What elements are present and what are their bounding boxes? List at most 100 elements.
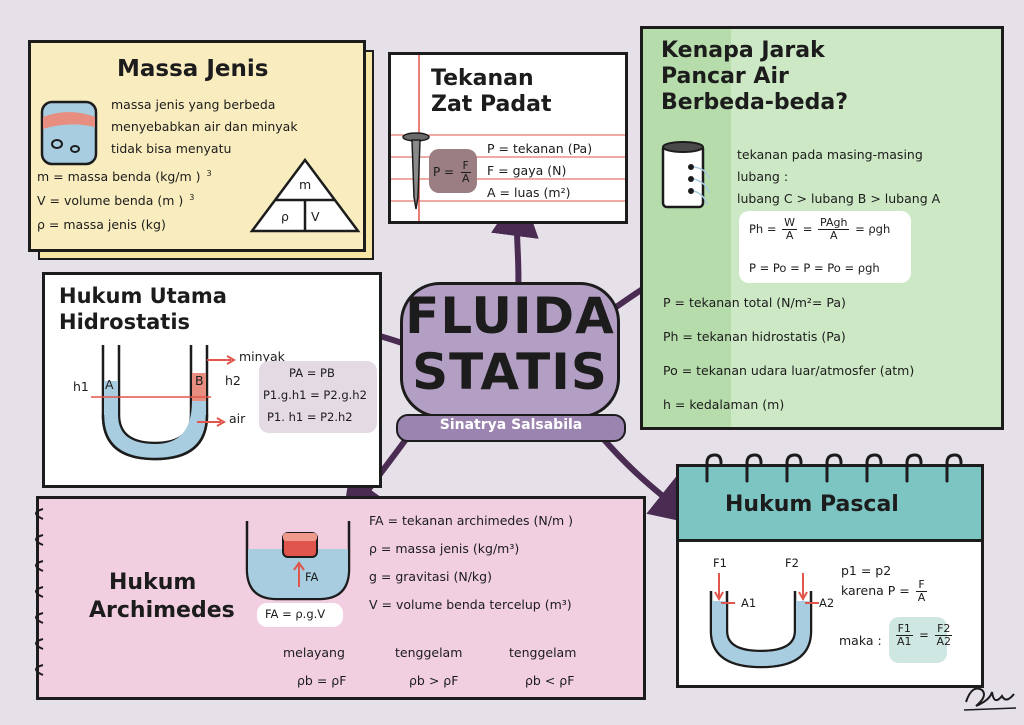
jarak-title-2: Pancar Air: [661, 64, 789, 89]
pascal-line-1: p1 = p2: [841, 563, 892, 578]
triangle-diagram: [249, 157, 361, 233]
pascal-maka-prefix: maka :: [839, 633, 882, 648]
tekanan-zat-padat-card: Tekanan Zat Padat P = F A P = tekanan (P…: [388, 52, 628, 224]
massa-jenis-def-m-sup: 3: [206, 169, 212, 178]
nail-icon: [402, 132, 430, 210]
hidro-formula-box: PA = PB P1.g.h1 = P2.g.h2 P1. h1 = P2.h2: [259, 361, 377, 433]
jarak-f1-lhs: Ph =: [749, 222, 777, 237]
pascal-header: [679, 467, 981, 542]
pascal-title: Hukum Pascal: [725, 492, 899, 517]
center-title-line-2: STATIS: [412, 343, 608, 401]
hidro-formula-1: PA = PB: [289, 366, 335, 380]
jarak-f1-frac1-num: W: [782, 216, 798, 231]
pascal-label-f2: F2: [785, 556, 799, 570]
jarak-formula-1: Ph = W A = PAgh A = ρgh: [749, 216, 890, 243]
pascal-frac-right: F2 A2: [934, 622, 953, 648]
jarak-f1-frac1: W A: [782, 216, 798, 243]
massa-jenis-desc-3: tidak bisa menyatu: [111, 141, 232, 156]
hidro-label-h1: h1: [73, 379, 89, 394]
beaker-icon: [40, 100, 98, 166]
calendar-rings: [705, 453, 963, 483]
pascal-frac-left-num: F1: [895, 622, 913, 637]
jarak-f1-frac1-den: A: [785, 229, 794, 243]
archimedes-state-3-rel: ρb < ρF: [525, 673, 575, 688]
jarak-title-1: Kenapa Jarak: [661, 38, 825, 63]
massa-jenis-desc-2: menyebabkan air dan minyak: [111, 119, 298, 134]
jarak-exp-3: lubang C > lubang B > lubang A: [737, 191, 941, 206]
center-author-badge: [396, 414, 626, 442]
hidro-label-b: B: [195, 373, 204, 388]
jarak-pancar-shade: [643, 29, 731, 427]
tekanan-formula-den: A: [461, 172, 470, 186]
spiral-binding: [35, 508, 44, 676]
triangle-top-label: m: [299, 177, 312, 192]
center-title-line-1: FLUIDA: [405, 287, 615, 345]
pascal-formula-box: F1 A1 = F2 A2: [889, 617, 953, 663]
archimedes-state-3-name: tenggelam: [509, 645, 577, 660]
pascal-line-2: karena P = F A: [841, 578, 929, 605]
tekanan-def-f: F = gaya (N): [487, 163, 567, 178]
massa-jenis-def-m-text: m = massa benda (kg/m ): [37, 169, 201, 185]
pascal-u-tube: [709, 573, 819, 669]
jarak-f1-frac2: PAgh A: [818, 216, 850, 242]
massa-jenis-title: Massa Jenis: [117, 56, 269, 82]
triangle-left-label: ρ: [281, 209, 289, 224]
massa-jenis-def-v-text: V = volume benda (m ): [37, 193, 184, 209]
u-tube-diagram: [91, 345, 211, 461]
archimedes-state-1-rel: ρb = ρF: [297, 673, 347, 688]
massa-jenis-def-m: m = massa benda (kg/m ) 3: [37, 169, 212, 185]
jarak-exp-1: tekanan pada masing-masing: [737, 147, 923, 162]
center-author: Sinatrya Salsabila: [439, 417, 583, 433]
signature-mark: [963, 687, 1017, 711]
archimedes-state-2-name: tenggelam: [395, 645, 463, 660]
tekanan-def-a: A = luas (m²): [487, 185, 571, 200]
archimedes-def-g: g = gravitasi (N/kg): [369, 569, 492, 584]
pascal-frac-left-den: A1: [897, 635, 912, 649]
massa-jenis-desc-1: massa jenis yang berbeda: [111, 97, 276, 112]
jarak-def-po: Po = tekanan udara luar/atmosfer (atm): [663, 363, 915, 378]
massa-jenis-def-v-sup: 3: [189, 193, 195, 202]
pascal-frac-left: F1 A1: [895, 622, 914, 649]
massa-jenis-card: Massa Jenis massa jenis yang berbeda men…: [28, 40, 366, 252]
jarak-formula-2: P = Po = P = Po = ρgh: [749, 261, 880, 275]
tekanan-formula-lhs: P =: [433, 165, 455, 180]
pascal-line-2-frac: F A: [916, 578, 928, 605]
archimedes-beaker: [245, 521, 351, 601]
pascal-line-2-num: F: [916, 578, 927, 593]
hidro-label-a: A: [105, 377, 114, 392]
archimedes-def-rho: ρ = massa jenis (kg/m³): [369, 541, 520, 556]
hidrostatis-card: Hukum Utama Hidrostatis A B h1 h2 minyak…: [42, 272, 382, 488]
archimedes-formula-box: FA = ρ.g.V: [257, 603, 343, 627]
massa-jenis-def-rho: ρ = massa jenis (kg): [37, 217, 166, 232]
jarak-f1-eq: =: [802, 222, 813, 237]
jarak-title-3: Berbeda-beda?: [661, 90, 848, 115]
massa-jenis-def-v: V = volume benda (m ) 3: [37, 193, 194, 209]
center-title-cloud: [400, 282, 620, 418]
pascal-label-f1: F1: [713, 556, 727, 570]
hidro-label-minyak: minyak: [239, 349, 285, 364]
pascal-card: Hukum Pascal F1 F2 A1 A2 p1 = p2 karena …: [676, 453, 984, 688]
pascal-line-2-den: A: [917, 591, 926, 605]
tekanan-title-1: Tekanan: [431, 66, 534, 91]
jarak-formula-box: Ph = W A = PAgh A = ρgh P = Po = P = Po …: [739, 211, 911, 283]
tekanan-def-p: P = tekanan (Pa): [487, 141, 593, 156]
hidro-label-h2: h2: [225, 373, 241, 388]
tekanan-formula-num: F: [460, 159, 471, 174]
tekanan-formula: P = F A: [433, 159, 473, 186]
hidrostatis-title-2: Hidrostatis: [59, 310, 191, 334]
hidro-formula-2: P1.g.h1 = P2.g.h2: [263, 388, 367, 402]
jarak-def-ph: Ph = tekanan hidrostatis (Pa): [663, 329, 846, 344]
jarak-pancar-card: Kenapa Jarak Pancar Air Berbeda-beda? te…: [640, 26, 1004, 430]
archimedes-card: Hukum Archimedes FA FA = ρ.g.V FA = teka…: [35, 496, 646, 700]
archimedes-def-v: V = volume benda tercelup (m³): [369, 597, 572, 612]
pascal-frac-row: F1 A1 = F2 A2: [895, 622, 953, 649]
archimedes-def-fa: FA = tekanan archimedes (N/m ): [369, 513, 573, 528]
tekanan-title-2: Zat Padat: [431, 92, 552, 117]
pascal-line-2-prefix: karena P =: [841, 583, 910, 599]
archimedes-title-1: Hukum: [109, 570, 197, 595]
pascal-label-a2: A2: [819, 596, 835, 610]
hidro-formula-3: P1. h1 = P2.h2: [267, 410, 353, 424]
archimedes-title-2: Archimedes: [89, 598, 235, 623]
arrow-air-icon: [197, 417, 227, 427]
hidro-label-air: air: [229, 411, 246, 426]
